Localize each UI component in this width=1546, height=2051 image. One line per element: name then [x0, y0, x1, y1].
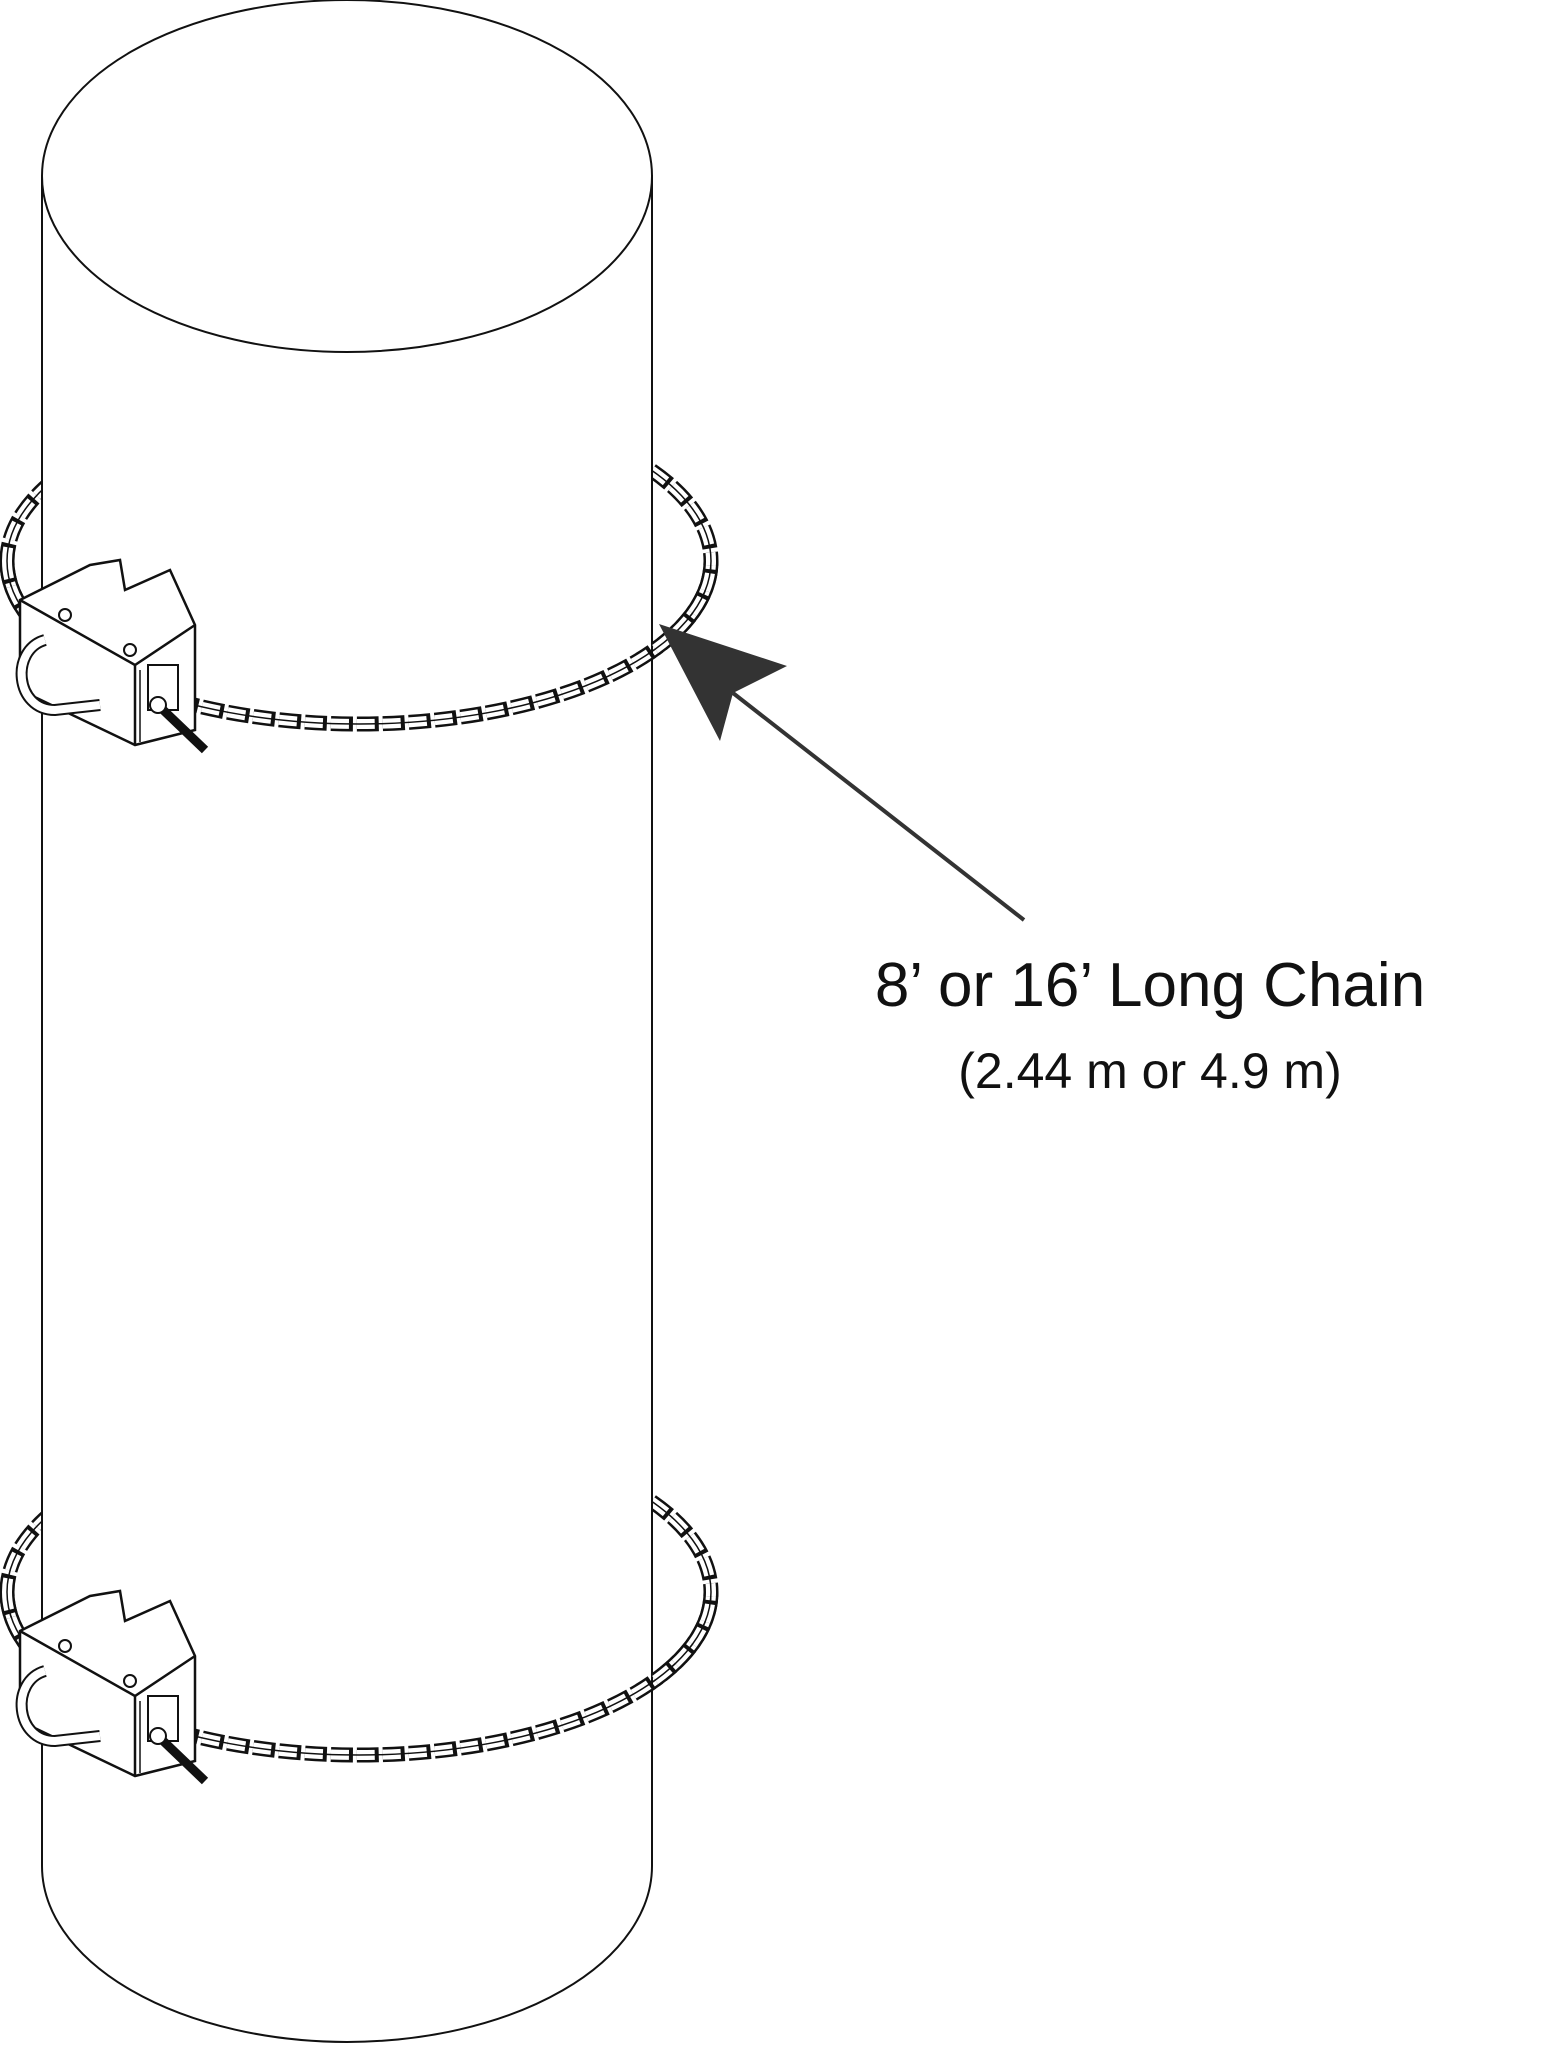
- callout-title: 8’ or 16’ Long Chain: [874, 951, 1426, 1020]
- pole-top: [41, 0, 653, 353]
- callout-arrow: [659, 624, 1026, 922]
- callout-subtitle: (2.44 m or 4.9 m): [958, 1043, 1342, 1099]
